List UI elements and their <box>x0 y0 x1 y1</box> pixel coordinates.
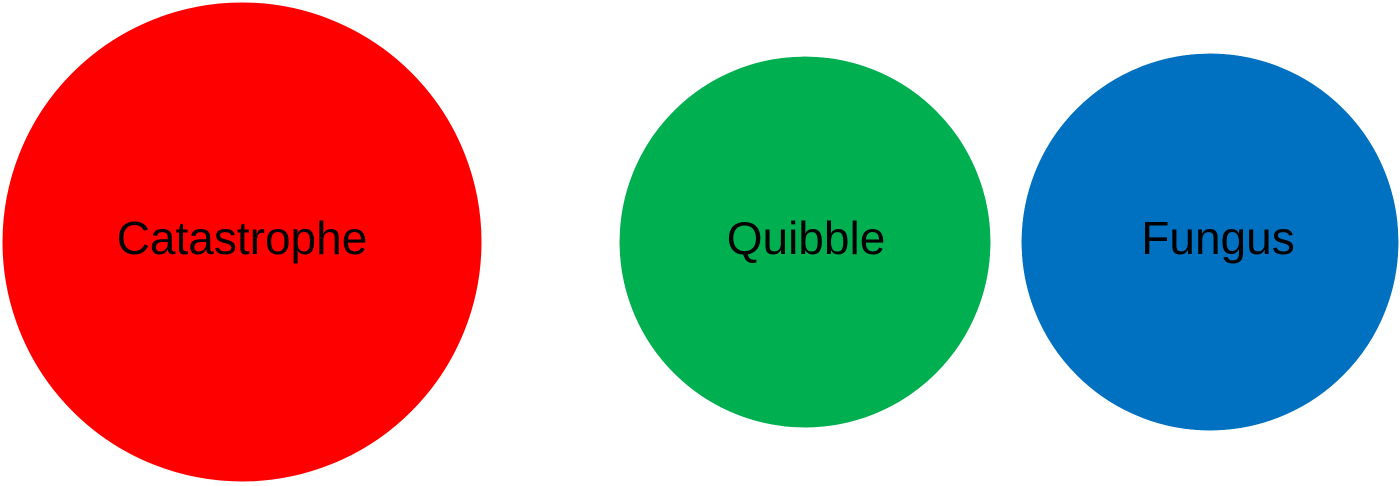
quibble-outline <box>616 53 994 431</box>
catastrophe-circle <box>0 0 485 485</box>
fungus-outline <box>1018 50 1400 434</box>
quibble-label: Quibble <box>727 212 886 264</box>
catastrophe-label: Catastrophe <box>117 212 368 264</box>
fungus-label: Fungus <box>1141 212 1294 264</box>
